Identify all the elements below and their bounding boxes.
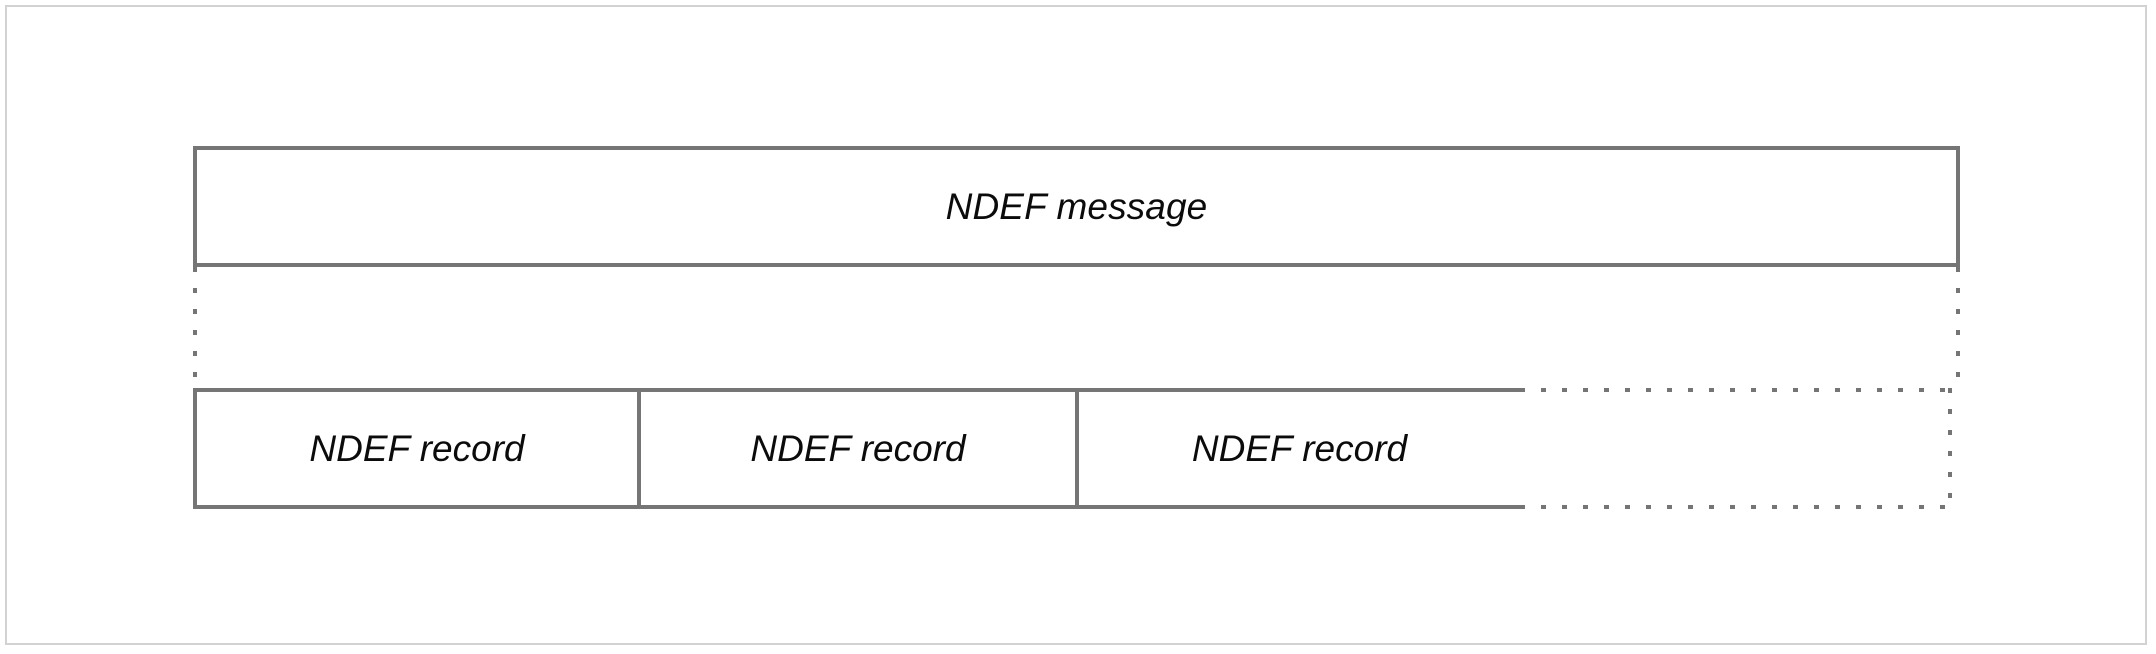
continuation-bottom-dotted-edge	[1520, 505, 1952, 509]
connector-left-dotted-line	[193, 267, 197, 388]
ndef-record-label-3: NDEF record	[1191, 428, 1408, 469]
ndef-record-box-3: NDEF record	[1075, 388, 1524, 509]
continuation-top-dotted-edge	[1520, 388, 1952, 392]
ndef-message-box: NDEF message	[193, 146, 1960, 267]
page-frame	[5, 5, 2147, 645]
ndef-message-label: NDEF message	[945, 186, 1208, 227]
ndef-record-row: NDEF record NDEF record NDEF record	[193, 388, 1960, 509]
ndef-record-continuation-box	[1520, 388, 1952, 509]
connector-right-dotted-line	[1956, 267, 1960, 388]
ndef-record-box-1: NDEF record	[193, 388, 641, 509]
ndef-record-label-1: NDEF record	[309, 428, 525, 469]
continuation-right-dotted-edge	[1948, 388, 1952, 509]
ndef-record-box-2: NDEF record	[637, 388, 1079, 509]
ndef-record-label-2: NDEF record	[750, 428, 966, 469]
